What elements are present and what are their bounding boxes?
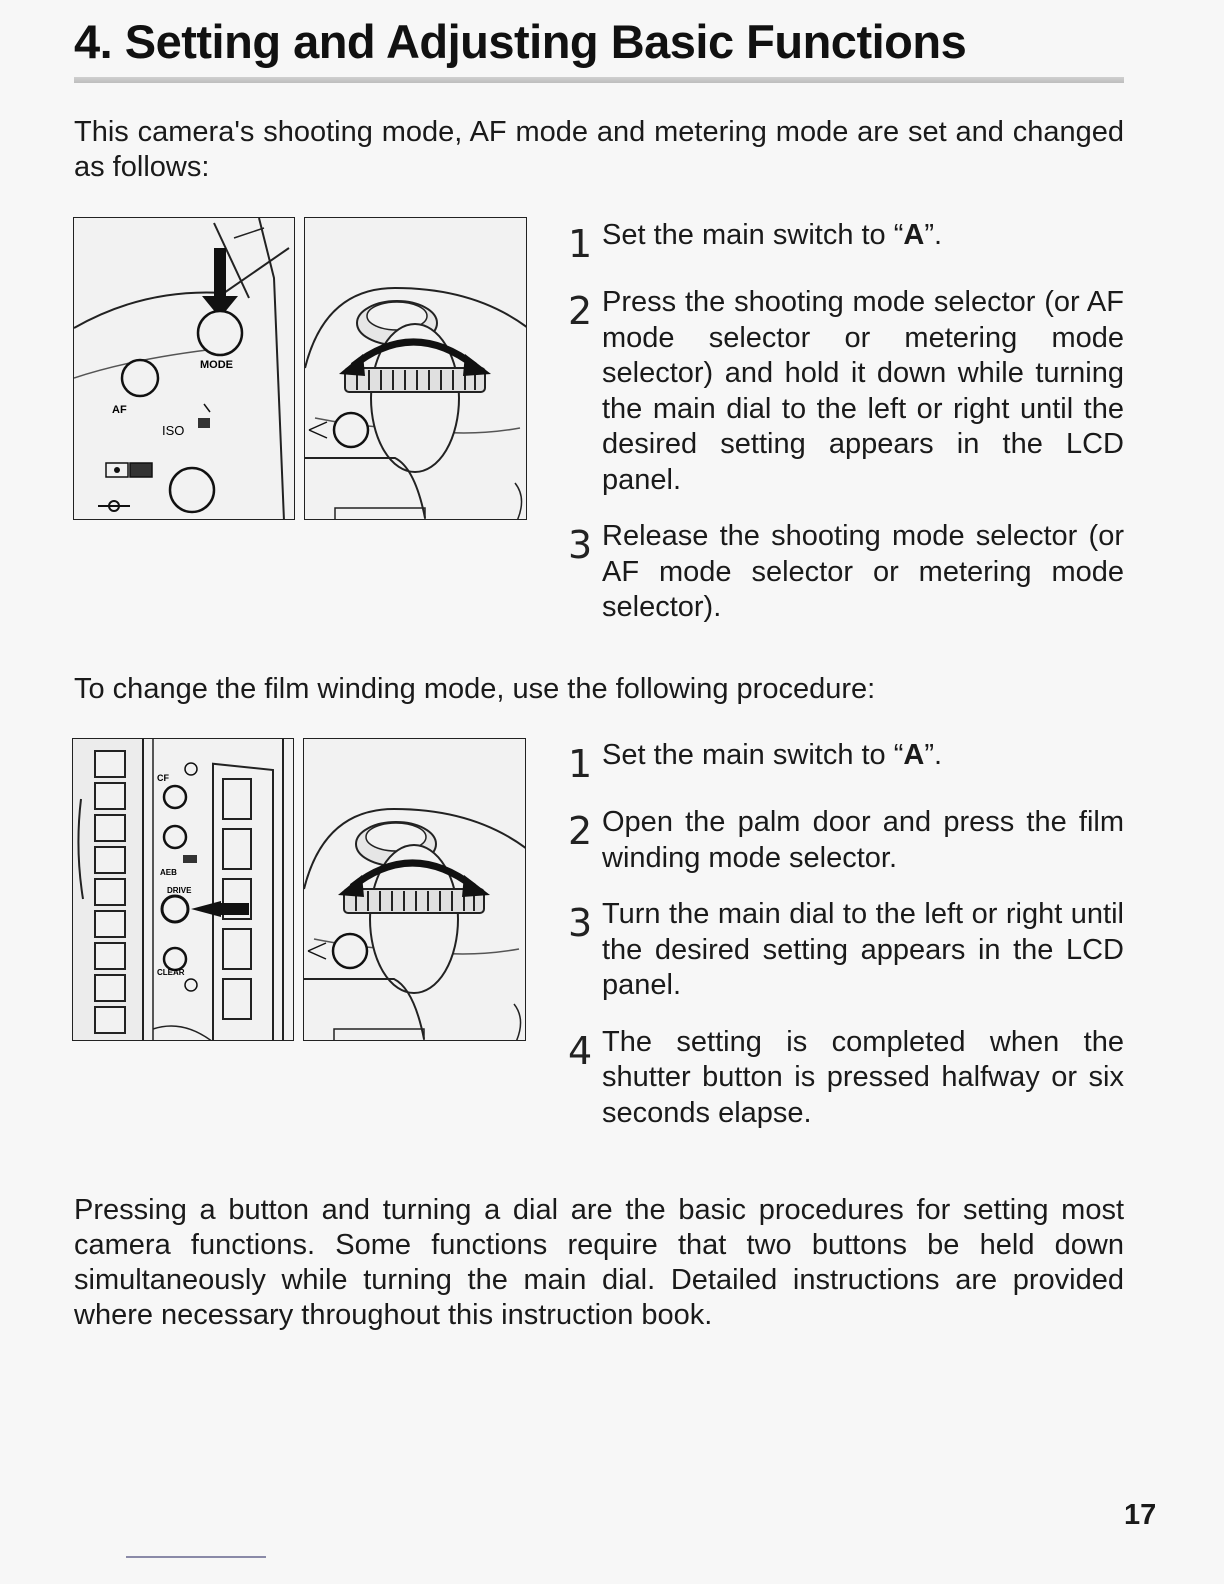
list-item: 1 Set the main switch to “A”. (568, 738, 1124, 784)
closing-paragraph: Pressing a button and turning a dial are… (74, 1194, 1124, 1331)
label-drive: DRIVE (167, 886, 192, 895)
step-number: 3 (568, 901, 593, 945)
step-text: The setting is completed when the shutte… (602, 1025, 1124, 1129)
step-number: 1 (568, 222, 593, 266)
film-steps-list: 1 Set the main switch to “A”. 2 Open the… (568, 738, 1124, 1152)
figure-mode-buttons: MODE AF ISO (73, 217, 295, 520)
mode-steps-list: 1 Set the main switch to “A”. 2 Press th… (568, 218, 1124, 647)
step-text: Release the shooting mode selector (or A… (602, 520, 1124, 623)
label-cf: CF (157, 773, 169, 783)
list-item: 2 Open the palm door and press the film … (568, 805, 1124, 876)
step-text: Set the main switch to “A”. (602, 739, 943, 771)
figure-main-dial-2 (303, 738, 526, 1041)
label-clear: CLEAR (157, 968, 185, 977)
dial-turn-arrow (350, 338, 478, 369)
step-text: Press the shooting mode selector (or AF … (602, 286, 1124, 496)
drive-arrow-head (191, 901, 221, 917)
film-winding-intro: To change the film winding mode, use the… (74, 673, 876, 705)
mode-button (196, 309, 244, 357)
step-number: 2 (568, 289, 593, 333)
intro-paragraph: This camera's shooting mode, AF mode and… (74, 116, 1124, 183)
list-item: 4 The setting is completed when the shut… (568, 1025, 1124, 1132)
step-number: 1 (568, 742, 593, 786)
list-item: 3 Turn the main dial to the left or righ… (568, 897, 1124, 1004)
drive-button (160, 894, 190, 924)
list-item: 2 Press the shooting mode selector (or A… (568, 285, 1124, 498)
page-number: 17 (1124, 1499, 1157, 1531)
label-aeb: AEB (160, 868, 177, 877)
list-item: 3 Release the shooting mode selector (or… (568, 519, 1124, 626)
figure-main-dial (304, 217, 527, 520)
figure-palm-door: CF AEB DRIVE CLEAR (72, 738, 294, 1041)
footer-rule (126, 1556, 266, 1558)
title-underline (74, 77, 1124, 83)
page-title: 4. Setting and Adjusting Basic Functions (74, 15, 967, 68)
metering-button (168, 466, 216, 514)
step-number: 3 (568, 523, 593, 567)
press-arrow-shaft (214, 248, 226, 298)
label-af: AF (112, 404, 127, 416)
list-item: 1 Set the main switch to “A”. (568, 218, 1124, 264)
step-text: Turn the main dial to the left or right … (602, 898, 1124, 1001)
label-mode: MODE (200, 359, 233, 371)
step-number: 4 (568, 1028, 593, 1073)
af-button (120, 358, 160, 398)
label-iso: ISO (162, 423, 184, 438)
step-text: Set the main switch to “A”. (602, 219, 943, 251)
step-text: Open the palm door and press the film wi… (602, 806, 1124, 874)
step-number: 2 (568, 809, 593, 853)
press-arrow-head (202, 296, 238, 318)
